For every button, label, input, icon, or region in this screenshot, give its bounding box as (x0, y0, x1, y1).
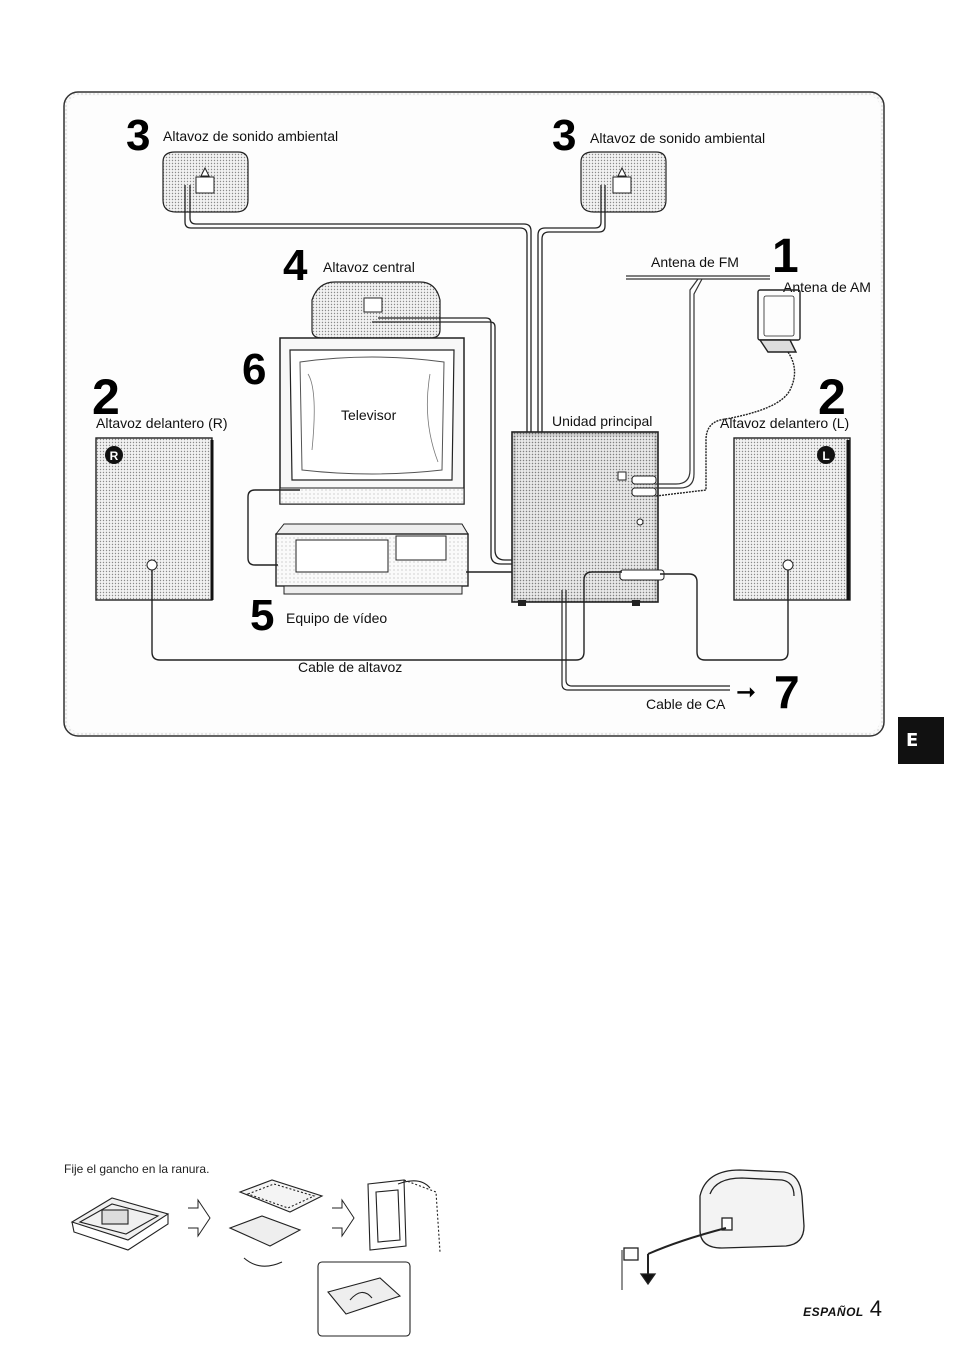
fm-antenna-label: Antena de FM (651, 254, 739, 270)
front-right-badge: R (110, 449, 119, 463)
vcr-label: Equipo de vídeo (286, 610, 387, 626)
speaker-cable-label: Cable de altavoz (298, 659, 402, 675)
am-antenna-label: Antena de AM (783, 279, 871, 295)
surround-speaker-right (581, 152, 666, 212)
vcr (276, 524, 468, 594)
vcr-number: 5 (250, 591, 274, 640)
surround-left-label: Altavoz de sonido ambiental (163, 128, 338, 144)
tv-number: 6 (242, 345, 266, 394)
tv-label: Televisor (341, 407, 397, 423)
antenna-caption: Fije el gancho en la ranura. (64, 1162, 209, 1176)
ac-cable-label: Cable de CA (646, 696, 726, 712)
front-left-badge: L (822, 449, 829, 463)
page-number: 4 (870, 1296, 882, 1322)
front-right-label: Altavoz delantero (R) (96, 415, 228, 431)
surround-left-number: 3 (126, 111, 150, 160)
page-footer: ESPAÑOL 4 (803, 1296, 882, 1322)
center-label: Altavoz central (323, 259, 415, 275)
main-unit-label: Unidad principal (552, 413, 652, 429)
am-antenna-number: 1 (772, 230, 799, 283)
surround-speaker-left (163, 152, 248, 212)
section-tab: E (898, 717, 944, 764)
surround-right-number: 3 (552, 111, 576, 160)
front-speaker-left (734, 438, 850, 600)
center-number: 4 (283, 241, 308, 290)
footer-language: ESPAÑOL (803, 1305, 864, 1319)
surround-right-label: Altavoz de sonido ambiental (590, 130, 765, 146)
main-unit (512, 432, 664, 606)
ac-cable-arrow: ➞ (736, 678, 756, 706)
speaker-stand-illustration (622, 1170, 804, 1290)
ac-cable-number: 7 (774, 666, 800, 718)
front-left-label: Altavoz delantero (L) (720, 415, 849, 431)
antenna-assembly-illustration (72, 1180, 440, 1336)
